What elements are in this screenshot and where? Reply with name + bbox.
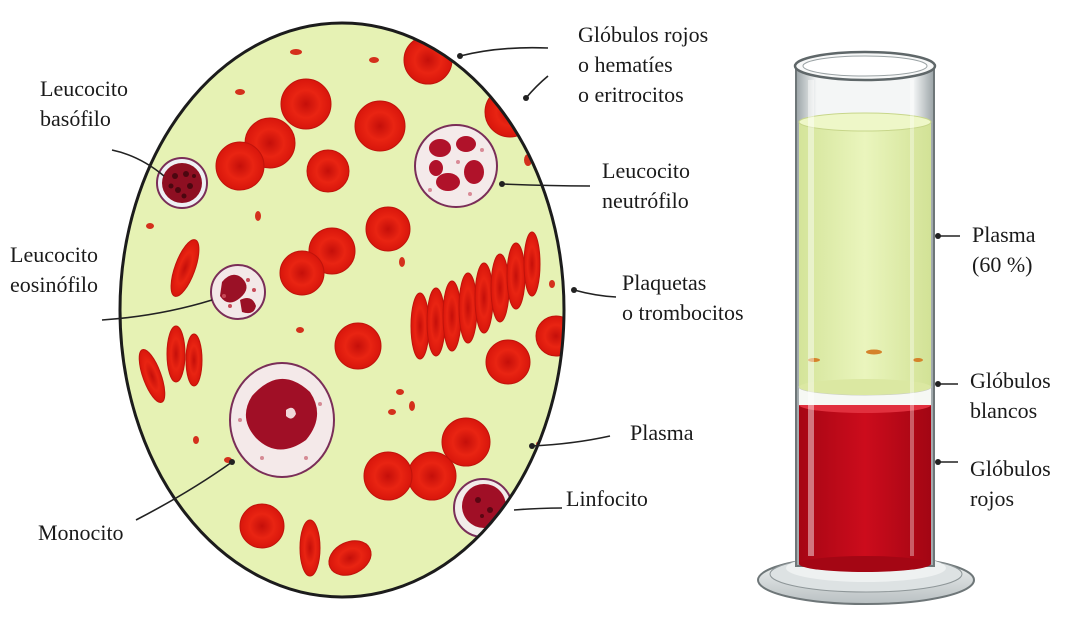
label-eosinophil: Leucocito eosinófilo [10,240,98,300]
red-blood-cell [186,334,202,386]
label-red-cells-line1: Glóbulos rojos [578,20,708,50]
red-blood-cell [335,323,381,369]
platelet [235,89,245,95]
label-red-cells-line2: o hematíes [578,50,708,80]
platelet [255,211,261,221]
red-blood-cell [411,293,429,359]
label-neutrophil-line2: neutrófilo [602,186,690,216]
red-blood-cell [300,520,320,576]
red-blood-cell [167,326,185,382]
red-blood-cell [507,243,525,309]
label-tube-red-line2: rojos [970,484,1051,514]
platelet [369,57,379,63]
neutrophil-cell [415,125,497,207]
monocyte-cell [230,363,334,477]
red-blood-cell [355,101,405,151]
label-monocyte: Monocito [38,518,124,548]
red-blood-cell [536,316,576,356]
basophil-cell [157,158,207,208]
label-eosinophil-line2: eosinófilo [10,270,98,300]
red-blood-cell [280,251,324,295]
platelet [290,49,302,55]
platelet [409,401,415,411]
platelet [549,280,555,288]
label-platelets: Plaquetas o trombocitos [622,268,744,328]
label-platelets-line1: Plaquetas [622,268,744,298]
red-blood-cell [486,340,530,384]
label-tube-white-line2: blancos [970,396,1051,426]
leader-red-cells-2 [526,76,548,98]
platelet [388,409,396,415]
platelet [146,223,154,229]
red-blood-cell [427,288,445,356]
platelet [193,436,199,444]
red-blood-cell [524,232,540,296]
label-tube-red-cells: Glóbulos rojos [970,454,1051,514]
label-tube-red-line1: Glóbulos [970,454,1051,484]
red-blood-cell [485,87,535,137]
eosinophil-cell [211,265,265,319]
label-tube-plasma-line1: Plasma [972,220,1036,250]
label-tube-white-cells: Glóbulos blancos [970,366,1051,426]
leader-red-cells [460,48,548,56]
tube-leader-dots [935,233,941,465]
platelet [399,257,405,267]
red-blood-cell [240,504,284,548]
label-red-cells: Glóbulos rojos o hematíes o eritrocitos [578,20,708,110]
label-eosinophil-line1: Leucocito [10,240,98,270]
red-blood-cell [216,142,264,190]
leader-lymphocyte [514,508,562,510]
red-blood-cell [404,36,452,84]
label-platelets-line2: o trombocitos [622,298,744,328]
label-red-cells-line3: o eritrocitos [578,80,708,110]
label-neutrophil: Leucocito neutrófilo [602,156,690,216]
label-neutrophil-line1: Leucocito [602,156,690,186]
leader-platelets [574,290,616,297]
test-tube [758,52,974,604]
label-plasma: Plasma [630,418,694,448]
label-basophil-line1: Leucocito [40,74,128,104]
red-blood-cell [491,254,509,322]
red-blood-cell [307,150,349,192]
platelet [396,389,404,395]
label-basophil-line2: basófilo [40,104,128,134]
label-tube-plasma: Plasma (60 %) [972,220,1036,280]
red-blood-cell [408,452,456,500]
red-blood-cell [459,273,477,343]
tube-leader-lines [936,236,960,462]
platelet [542,156,550,168]
red-blood-cell [443,281,461,351]
red-blood-cell [366,207,410,251]
red-blood-cell [281,79,331,129]
microscope-field [120,23,576,597]
label-lymphocyte: Linfocito [566,484,648,514]
label-basophil: Leucocito basófilo [40,74,128,134]
platelet [296,327,304,333]
label-tube-white-line1: Glóbulos [970,366,1051,396]
red-blood-cell [475,263,493,333]
label-tube-plasma-line2: (60 %) [972,250,1036,280]
red-blood-cell [364,452,412,500]
leader-plasma [532,436,610,446]
